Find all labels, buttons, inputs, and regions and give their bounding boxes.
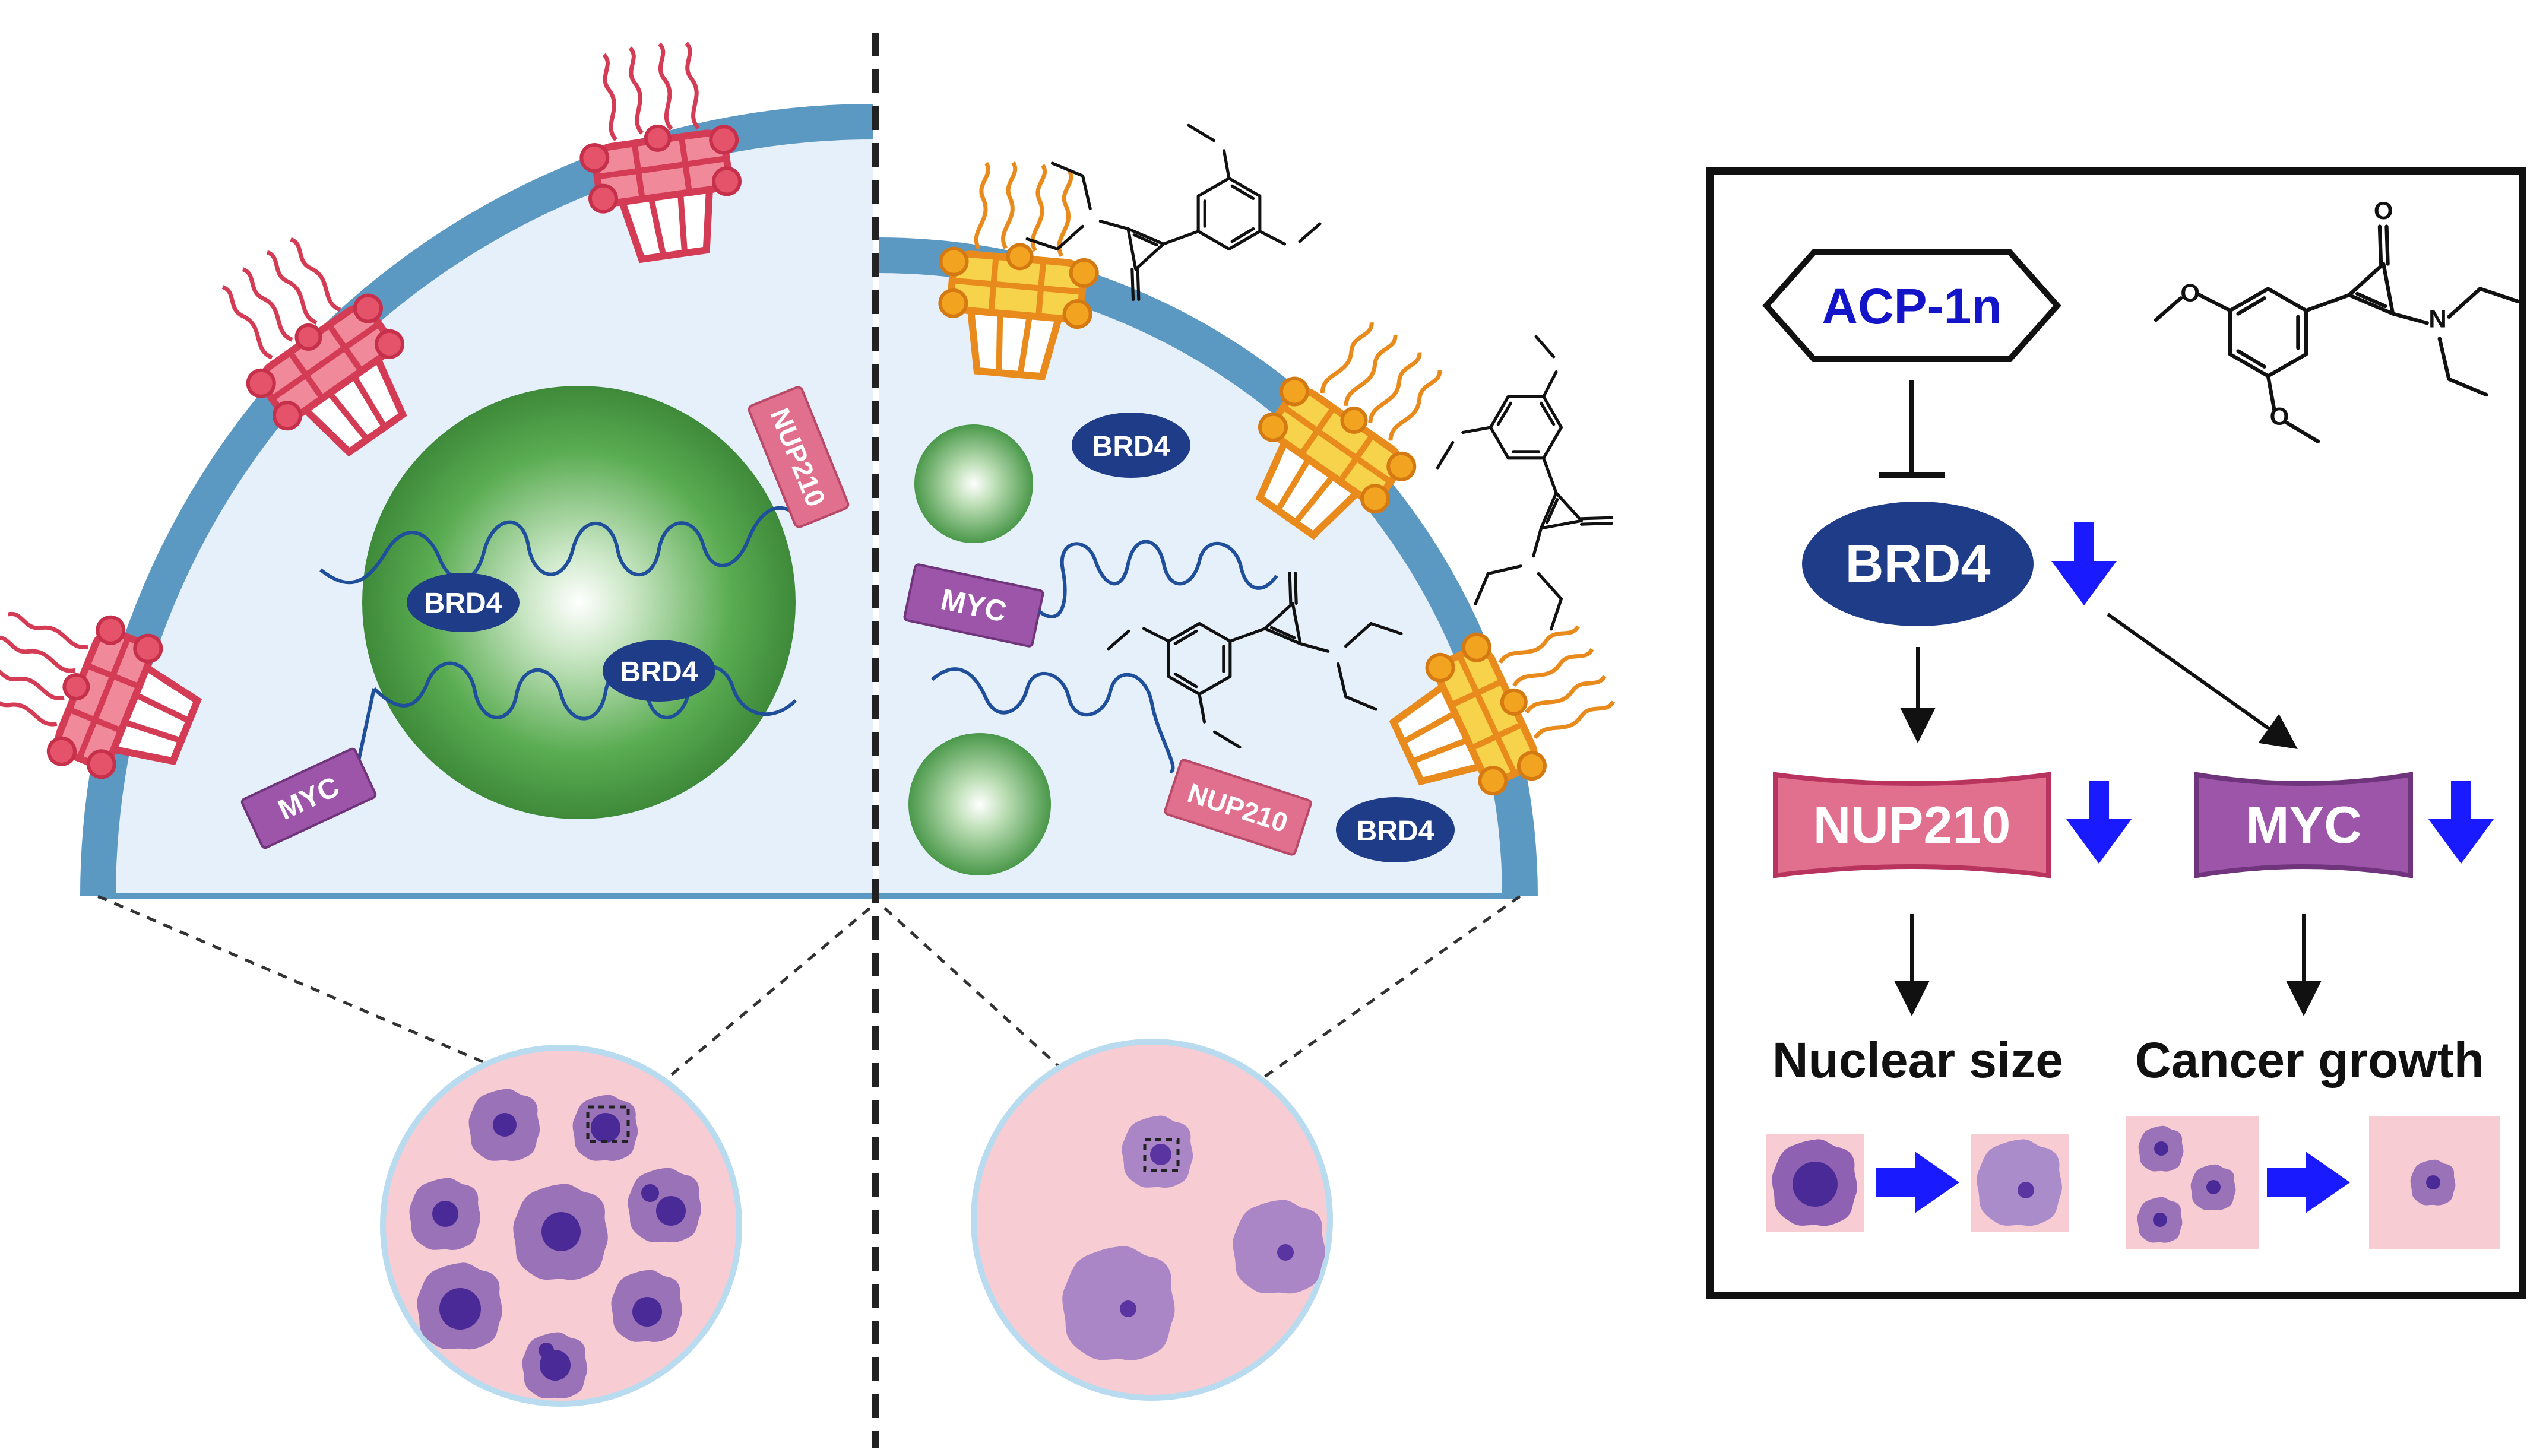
brd4-node: BRD4 xyxy=(1802,502,2034,626)
treated-tissue xyxy=(971,1039,1333,1401)
arrow xyxy=(2107,613,2298,749)
myc-protein: MYC xyxy=(903,563,1044,648)
brd4-protein: BRD4 xyxy=(1072,413,1190,478)
svg-text:NUP210: NUP210 xyxy=(1813,795,2011,854)
brd4-protein: BRD4 xyxy=(1336,797,1455,862)
svg-text:ACP-1n: ACP-1n xyxy=(1822,278,2002,334)
svg-text:O: O xyxy=(2180,279,2200,307)
chromatin-strand xyxy=(1038,540,1278,618)
blue-right-arrow-icon xyxy=(2267,1152,2350,1213)
myc-protein: MYC xyxy=(240,747,377,849)
nuclear-fragment xyxy=(908,733,1051,875)
cancer-growth-after xyxy=(2369,1116,2500,1249)
acp-1n-structure: O N O O xyxy=(2156,196,2518,442)
svg-text:BRD4: BRD4 xyxy=(1845,534,1990,594)
svg-text:BRD4: BRD4 xyxy=(1092,431,1170,462)
svg-text:O: O xyxy=(2270,402,2290,430)
svg-text:BRD4: BRD4 xyxy=(1357,816,1434,847)
nup210-node: NUP210 xyxy=(1773,772,2051,878)
treated-cytoplasm xyxy=(879,255,1520,896)
cancer-growth-before xyxy=(2126,1116,2259,1249)
svg-text:BRD4: BRD4 xyxy=(620,656,698,688)
svg-text:MYC: MYC xyxy=(2246,795,2362,854)
chromatin-strand xyxy=(931,667,1175,773)
nuclear-size-before xyxy=(1766,1134,1864,1232)
svg-text:BRD4: BRD4 xyxy=(425,588,502,619)
blue-right-arrow-icon xyxy=(1876,1152,1959,1213)
mechanism-panel: ACP-1n O N O O BRD4 NUP210 xyxy=(1706,167,2526,1299)
drug-label: ACP-1n xyxy=(1762,249,2062,362)
nuclear-size-after xyxy=(1971,1134,2069,1232)
down-arrow-icon xyxy=(2428,781,2494,864)
svg-text:N: N xyxy=(2428,305,2446,333)
nuclear-fragment xyxy=(914,424,1033,543)
acp-1n-molecule xyxy=(1437,337,1611,629)
brd4-protein: BRD4 xyxy=(407,573,520,632)
down-arrow-icon xyxy=(2066,781,2132,864)
nucleus-large xyxy=(362,386,796,819)
svg-text:O: O xyxy=(2374,196,2393,224)
brd4-protein: BRD4 xyxy=(603,640,715,702)
control-tissue xyxy=(380,1045,742,1407)
outcome-nuclear-size: Nuclear size xyxy=(1772,1032,2063,1088)
outcome-cancer-growth: Cancer growth xyxy=(2135,1032,2484,1088)
myc-node: MYC xyxy=(2194,772,2413,878)
down-arrow-icon xyxy=(2051,522,2117,605)
chromatin-strand xyxy=(319,506,800,585)
